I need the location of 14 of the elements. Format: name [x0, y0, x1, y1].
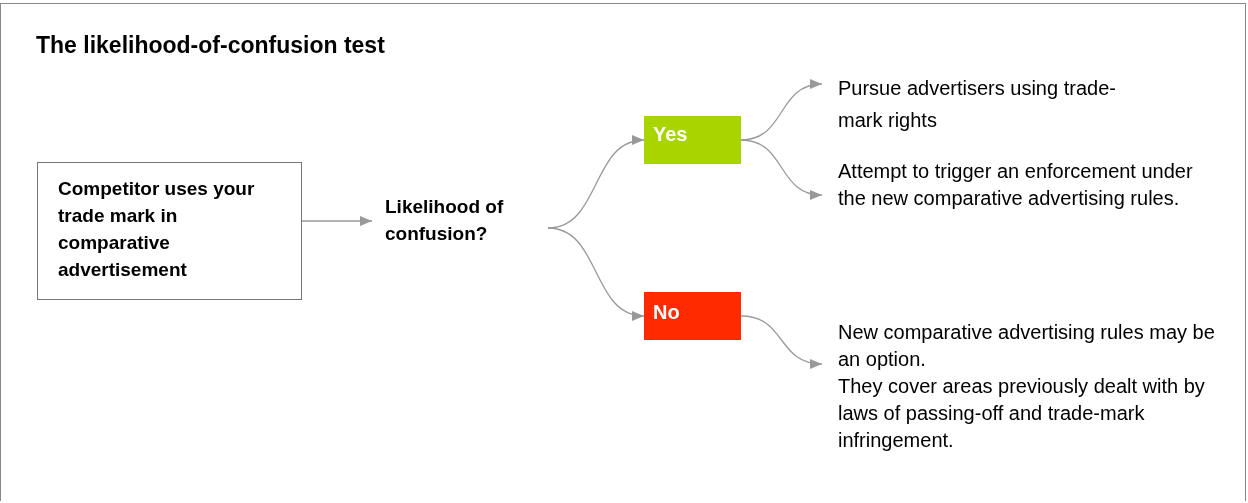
- answer-box: No: [644, 292, 741, 340]
- node-text: They cover areas previously dealt with by laws of passing-off and trade-mark infringement.: [838, 374, 1206, 453]
- node-text: Attempt to trigger an enforcement under the new comparative advertising rules.: [838, 159, 1194, 211]
- arrow: [740, 80, 823, 141]
- diagram-title: The likelihood-of-confusion test: [36, 32, 385, 59]
- arrow: [547, 227, 645, 320]
- answer-box: Yes: [644, 116, 741, 164]
- arrow: [301, 216, 373, 226]
- arrow: [740, 315, 823, 368]
- node-text: Likelihood of confusion?: [385, 195, 505, 246]
- process-box: Competitor uses your trade mark in comparative advertisement: [37, 162, 302, 300]
- node-text: Pursue advertisers using trade-mark rights: [838, 76, 1117, 133]
- arrow: [740, 139, 823, 199]
- node-text: New comparative advertising rules may be an option.: [838, 320, 1216, 372]
